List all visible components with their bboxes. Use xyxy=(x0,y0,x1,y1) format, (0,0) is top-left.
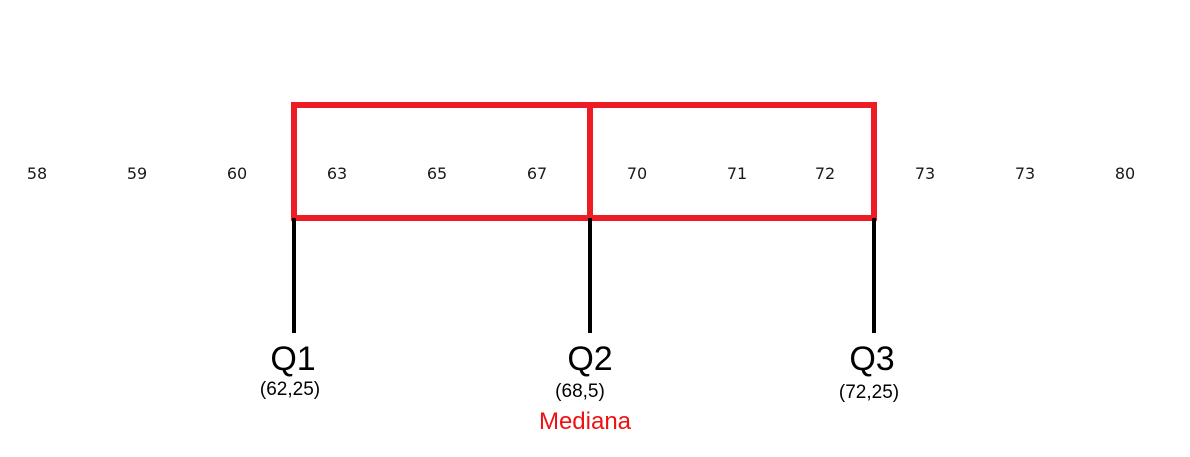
data-value: 71 xyxy=(727,164,747,183)
interquartile-box xyxy=(291,102,877,221)
data-value: 67 xyxy=(527,164,547,183)
data-value: 58 xyxy=(27,164,47,183)
data-value: 73 xyxy=(1015,164,1035,183)
q3-label: Q3 xyxy=(849,340,894,378)
q2-label: Q2 xyxy=(567,340,612,378)
data-value: 60 xyxy=(227,164,247,183)
q2-value: (68,5) xyxy=(555,381,605,402)
data-value: 63 xyxy=(327,164,347,183)
quartile-labels: Q1 (62,25) Q2 (68,5) Q3 (72,25) Mediana xyxy=(260,340,899,435)
q3-value: (72,25) xyxy=(839,382,899,403)
data-value: 73 xyxy=(915,164,935,183)
q1-value: (62,25) xyxy=(260,379,320,400)
data-value: 80 xyxy=(1115,164,1135,183)
data-value: 59 xyxy=(127,164,147,183)
median-label: Mediana xyxy=(539,408,632,435)
data-value: 72 xyxy=(815,164,835,183)
data-values: 58 59 60 63 65 67 70 71 72 73 73 80 xyxy=(27,164,1135,183)
quartile-markers xyxy=(292,218,876,333)
data-value: 70 xyxy=(627,164,647,183)
iqr-box-outline xyxy=(291,102,877,221)
data-value: 65 xyxy=(427,164,447,183)
q1-label: Q1 xyxy=(270,340,315,378)
